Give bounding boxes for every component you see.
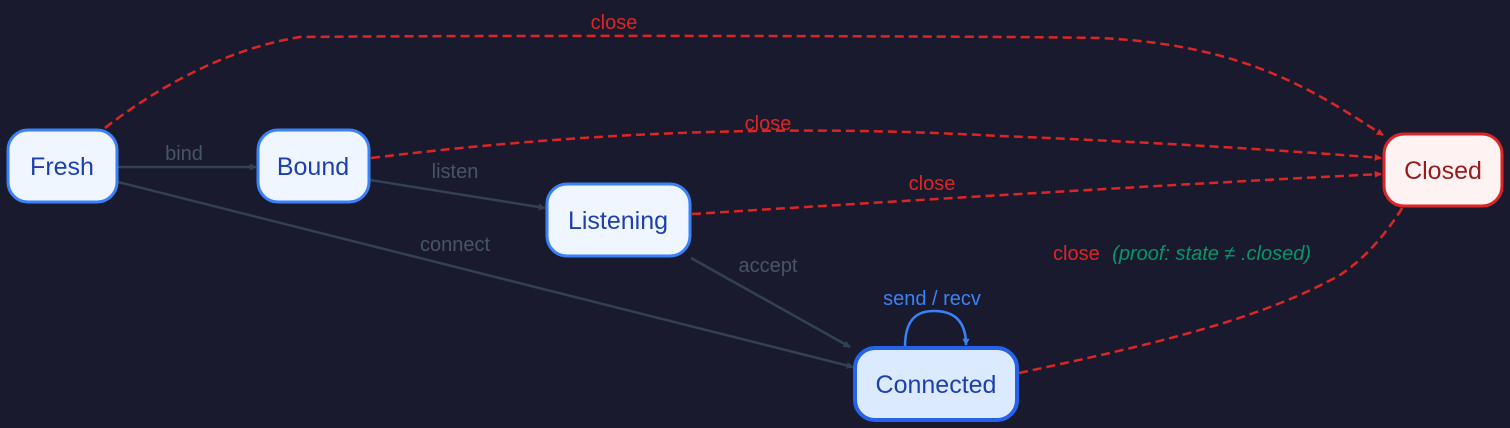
state-connected-label: Connected	[876, 371, 997, 399]
label-close-proof: (proof: state ≠ .closed)	[1112, 243, 1311, 265]
label-send-recv: send / recv	[883, 288, 981, 310]
edge-listen	[369, 178, 546, 211]
label-bind: bind	[165, 143, 203, 165]
label-close-from-bound: close	[745, 113, 792, 135]
state-closed-label: Closed	[1404, 157, 1482, 185]
edge-close-from-listening	[691, 170, 1382, 216]
state-listening[interactable]: Listening	[545, 182, 692, 258]
edge-connect	[117, 180, 854, 369]
state-bound[interactable]: Bound	[256, 128, 371, 204]
label-accept: accept	[739, 255, 798, 277]
state-closed[interactable]: Closed	[1382, 132, 1504, 208]
label-connect: connect	[420, 234, 490, 256]
state-connected[interactable]: Connected	[853, 346, 1019, 422]
label-close-from-fresh: close	[591, 12, 638, 34]
state-fresh[interactable]: Fresh	[6, 128, 119, 204]
state-listening-label: Listening	[568, 207, 668, 235]
edge-close-from-bound	[370, 129, 1382, 161]
label-close-from-listening: close	[909, 173, 956, 195]
edge-accept	[690, 256, 851, 349]
label-close-word: close	[1053, 243, 1100, 265]
edge-send-recv-loop	[903, 309, 970, 348]
edge-close-from-connected	[1018, 194, 1412, 375]
state-bound-label: Bound	[277, 153, 349, 181]
label-listen: listen	[432, 161, 479, 183]
label-close-from-connected: close (proof: state ≠ .closed)	[1053, 243, 1311, 265]
state-fresh-label: Fresh	[30, 153, 94, 181]
edge-close-from-fresh	[104, 34, 1384, 137]
